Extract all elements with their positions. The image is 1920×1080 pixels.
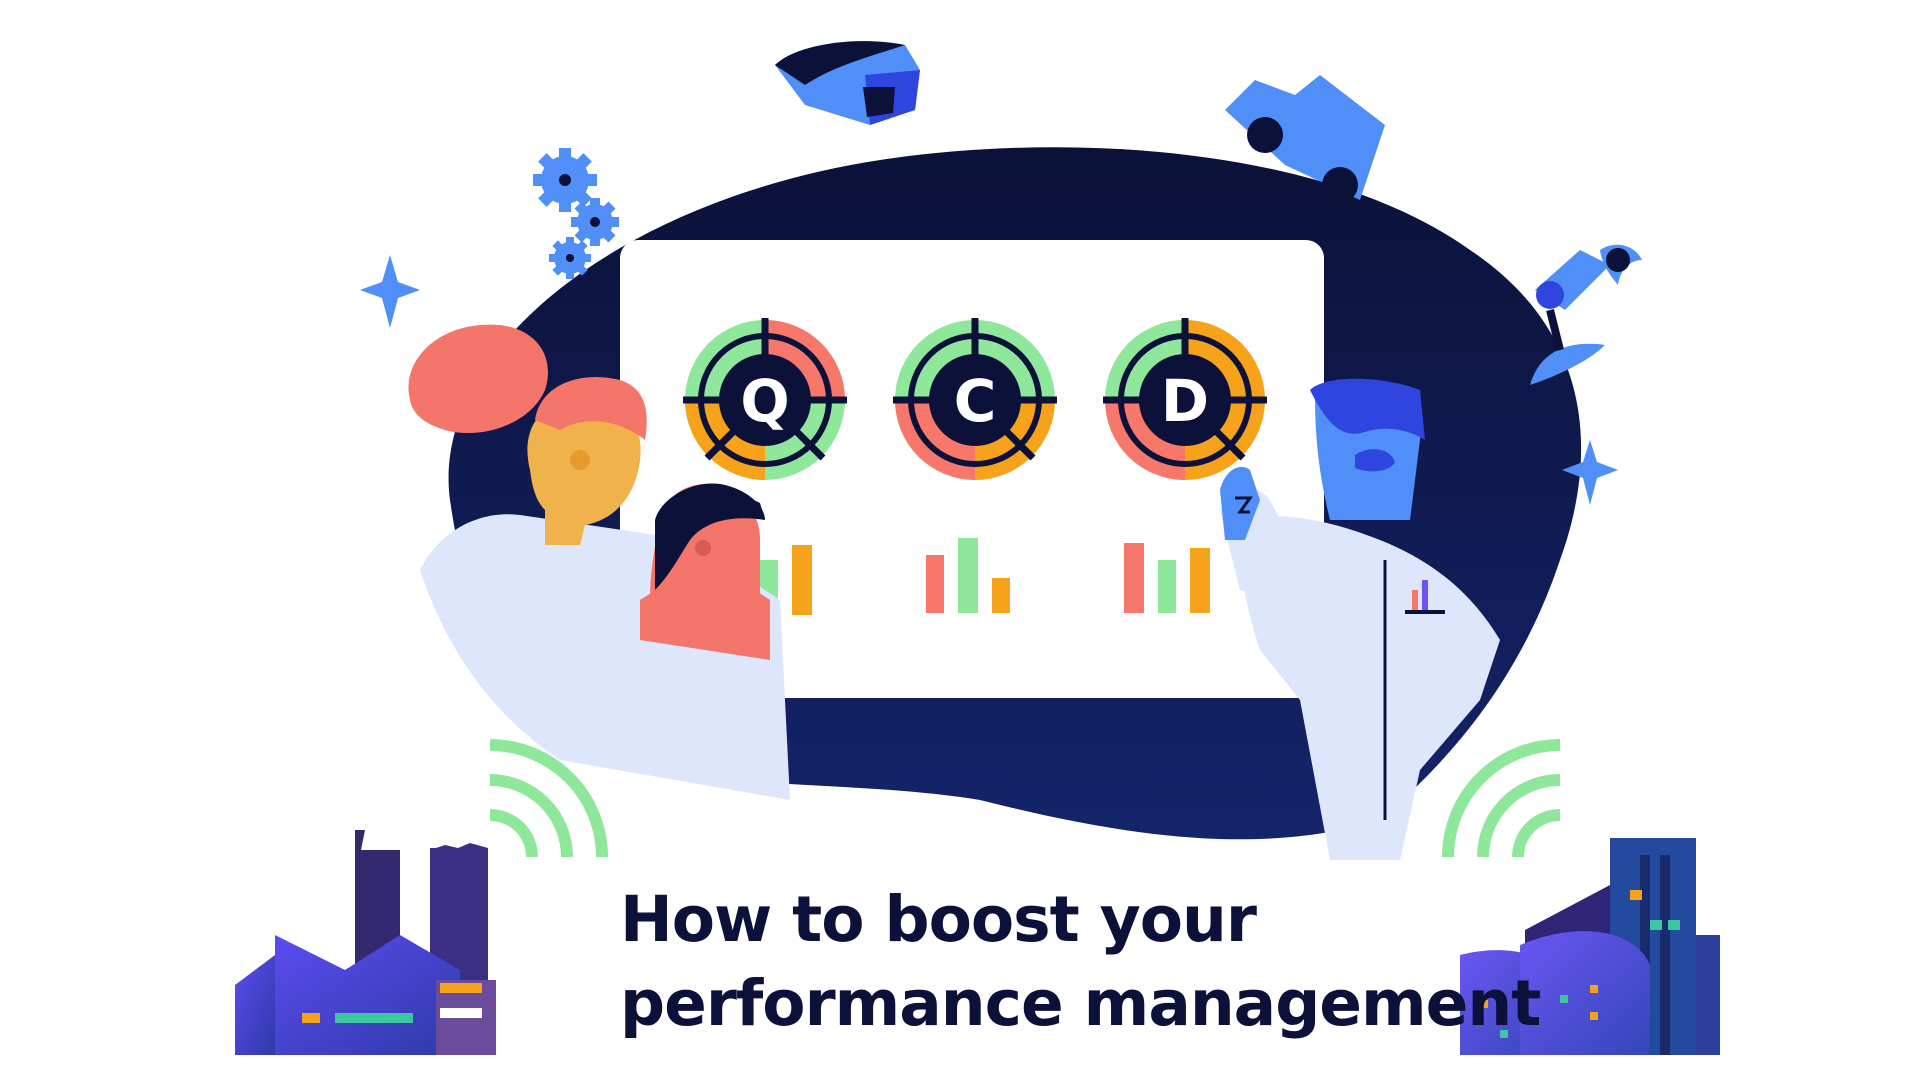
gauge-c: C [893,318,1057,480]
headline: How to boost your performance management [620,878,1820,1046]
vr-headset-icon [775,41,920,125]
headline-line-1: How to boost your [620,883,1257,956]
sparkle-icon [1562,440,1618,505]
gauge-d: D [1103,318,1267,480]
conveyor-truck-icon [1225,75,1385,203]
mini-bar-chart-2 [926,538,1010,613]
sparkle-icon [360,255,420,328]
gauge-d-letter: D [1161,367,1209,435]
robot-arm-icon [1530,244,1642,385]
wireless-signal-icon [1442,739,1561,858]
gauge-c-letter: C [954,367,997,435]
gauge-q-letter: Q [740,367,789,435]
office-building-icon [1460,838,1720,1055]
gear-icon [533,148,619,279]
man-scientist-center [640,483,770,660]
headline-line-2: performance management [620,967,1541,1040]
wireless-signal-icon [489,739,608,858]
man-scientist-right [1220,378,1500,860]
mini-bar-chart-3 [1124,543,1210,613]
gauge-q: Q [683,318,847,480]
factory-icon [235,830,496,1055]
